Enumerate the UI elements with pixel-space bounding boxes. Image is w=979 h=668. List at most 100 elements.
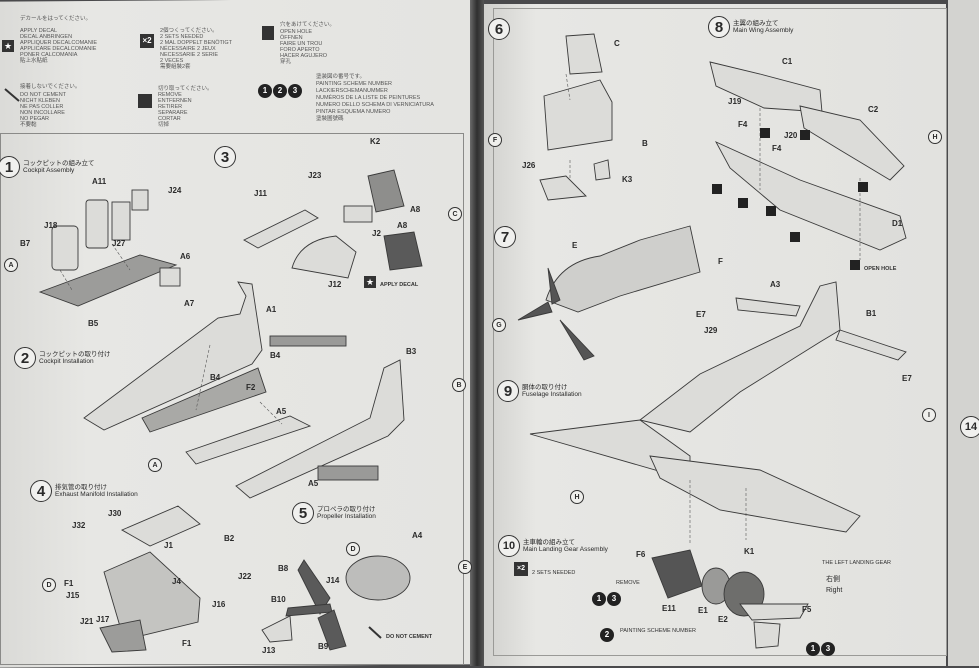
callout-g-marker: G [492, 318, 506, 332]
step-10-title-en: Main Landing Gear Assembly [523, 546, 608, 553]
part-label-j14: J14 [326, 576, 340, 585]
step-2-title-en: Cockpit Installation [39, 358, 94, 365]
remove-note: REMOVE [616, 580, 640, 586]
scheme-number-2-step10: 2 [600, 624, 615, 642]
right-side-note: Right [826, 587, 843, 594]
scheme-1-icon: 1 [592, 592, 606, 606]
decal-icon: ★ [364, 276, 376, 288]
part-label-b: B [642, 139, 648, 148]
step-10-title-jp: 主車輪の組み立て [523, 538, 575, 546]
do-not-cement-note: DO NOT CEMENT [386, 634, 433, 640]
part-label-b9: B9 [318, 642, 329, 651]
callout-c-marker: C [448, 207, 462, 221]
remove-icon [138, 94, 152, 108]
part-label-e: E [572, 241, 578, 250]
part-label-b5: B5 [88, 319, 99, 328]
sheet-fold-shadow [470, 0, 484, 666]
decal-icon: ★ [2, 40, 14, 52]
part-label-j26: J26 [522, 161, 536, 170]
callout-a-marker: A [148, 458, 162, 472]
legend-open-2: ÖFFNEN [280, 35, 303, 41]
step-4-title-jp: 排気管の取り付け [55, 483, 107, 491]
callout-i-marker: I [922, 408, 936, 422]
part-label-e2: E2 [718, 615, 728, 624]
part-label-b7: B7 [20, 239, 31, 248]
step-3-header: 3 [214, 146, 236, 168]
legend-nocement-5: NO PEGAR [20, 116, 50, 122]
no-cement-icon [4, 88, 20, 102]
step-8-title-jp: 主翼の組み立て [733, 19, 779, 27]
left-panel-frame [0, 133, 464, 665]
part-label-a8-bottom: A8 [397, 221, 408, 230]
open-hole-note: OPEN HOLE [864, 266, 897, 272]
part-label-j18: J18 [44, 221, 58, 230]
step-3-number: 3 [214, 146, 236, 168]
legend-remove-3: RETIRER [158, 104, 183, 110]
apply-decal-note: APPLY DECAL [380, 282, 419, 288]
part-label-a3: A3 [770, 280, 781, 289]
callout-h-marker: H [570, 490, 584, 504]
legend-x2-4: NECESSARIE 2 SERIE [160, 52, 219, 58]
legend-scheme-3: NUMÉROS DE LA LISTE DE PEINTURES [316, 95, 421, 101]
scheme-1-icon: 1 [806, 642, 820, 656]
part-label-f4: F4 [772, 144, 782, 153]
legend-remove-1: REMOVE [158, 92, 182, 98]
legend-decal-5: PONER CALCOMANIA [20, 52, 78, 58]
step-2-number: 2 [14, 347, 36, 369]
part-label-j11: J11 [254, 189, 267, 198]
part-label-j15: J15 [66, 591, 80, 600]
legend-scheme-1: PAINTING SCHEME NUMBER [316, 81, 392, 87]
part-label-j30: J30 [108, 509, 122, 518]
part-label-j32: J32 [72, 521, 86, 530]
part-label-b8: B8 [278, 564, 289, 573]
step-4-number: 4 [30, 480, 52, 502]
part-label-c: C [614, 39, 620, 48]
part-label-f5: F5 [802, 605, 812, 614]
callout-d-marker: D [42, 578, 56, 592]
step-1-title-jp: コックピットの組み立て [23, 159, 95, 167]
part-label-b1: B1 [866, 309, 877, 318]
callout-e-marker: E [458, 560, 472, 574]
step-7-number: 7 [494, 226, 516, 248]
legend-remove-6: 切掉 [158, 122, 170, 128]
part-label-k2: K2 [370, 137, 381, 146]
part-label-b3: B3 [406, 347, 417, 356]
part-label-e7-left: E7 [696, 310, 706, 319]
callout-d-marker: D [346, 542, 360, 556]
part-label-a8-top: A8 [410, 205, 421, 214]
part-label-a7: A7 [184, 299, 195, 308]
legend-open-3: FAIRE UN TROU [280, 41, 323, 47]
part-label-f6: F6 [636, 550, 646, 559]
legend-x2-1: 2 SETS NEEDED [160, 34, 204, 40]
callout-b-marker: B [452, 378, 466, 392]
legend-decal-1: APPLY DECAL [20, 28, 58, 34]
part-label-b4: B4 [210, 373, 221, 382]
callout-h-marker: H [928, 130, 942, 144]
part-label-j27: J27 [112, 239, 126, 248]
step-4-title-en: Exhaust Manifold Installation [55, 491, 138, 498]
legend-nocement-1: DO NOT CEMENT [20, 92, 67, 98]
legend-nocement-4: NON INCOLLARE [20, 110, 65, 116]
legend-x2-3: NÉCESSAIRE 2 JEUX [160, 46, 216, 52]
step-5-title-jp: プロペラの取り付け [317, 505, 376, 513]
right-panel-frame [493, 8, 947, 656]
part-label-j17: J17 [96, 615, 110, 624]
part-label-j2: J2 [372, 229, 381, 238]
part-label-k1: K1 [744, 547, 755, 556]
part-label-j23: J23 [308, 171, 322, 180]
legend-open-jp: 穴をあけてください。 [280, 22, 335, 28]
part-label-f1: F1 [182, 639, 192, 648]
legend-scheme-6: 塗裝圖號碼 [316, 116, 344, 122]
step-9-title-en: Fuselage Installation [522, 391, 582, 398]
part-label-f: F [718, 257, 723, 266]
step-2-title-jp: コックピットの取り付け [39, 350, 111, 358]
step-1-number: 1 [0, 156, 20, 178]
no-cement-icon [368, 626, 382, 639]
scheme-2-icon: 2 [273, 84, 287, 98]
legend-remove-2: ENTFERNEN [158, 98, 192, 104]
legend-decal-jp: デカールをはってください。 [20, 16, 92, 22]
part-label-f4-left: F4 [738, 120, 748, 129]
part-label-c2: C2 [868, 105, 879, 114]
